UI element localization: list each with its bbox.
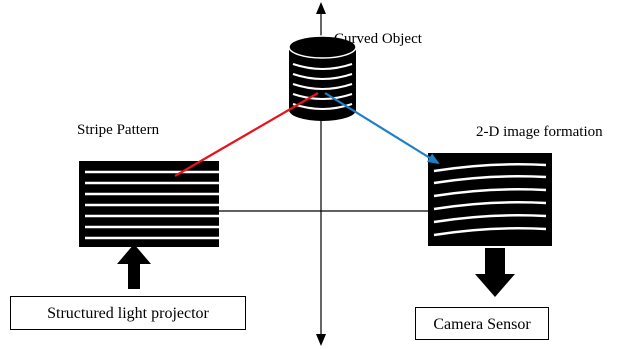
projector-up-arrow (117, 244, 151, 289)
image-formation-panel (428, 153, 552, 246)
image-formation-label: 2-D image formation (476, 124, 603, 140)
stripe-pattern-panel (79, 161, 219, 247)
reflection-ray (324, 92, 440, 165)
projection-ray (174, 92, 319, 177)
camera-down-arrow (475, 248, 515, 297)
axis-top-arrowhead (316, 2, 326, 14)
curved-object-cylinder (288, 35, 357, 121)
camera-sensor-label: Camera Sensor (433, 316, 531, 333)
stripe-pattern-label: Stripe Pattern (77, 122, 160, 138)
axis-bottom-arrowhead (316, 334, 326, 346)
camera-sensor-box (415, 307, 549, 340)
structured-light-projector-label: Structured light projector (47, 305, 209, 322)
structured-light-projector-box (10, 296, 246, 330)
curved-object-label: Curved Object (334, 31, 423, 47)
